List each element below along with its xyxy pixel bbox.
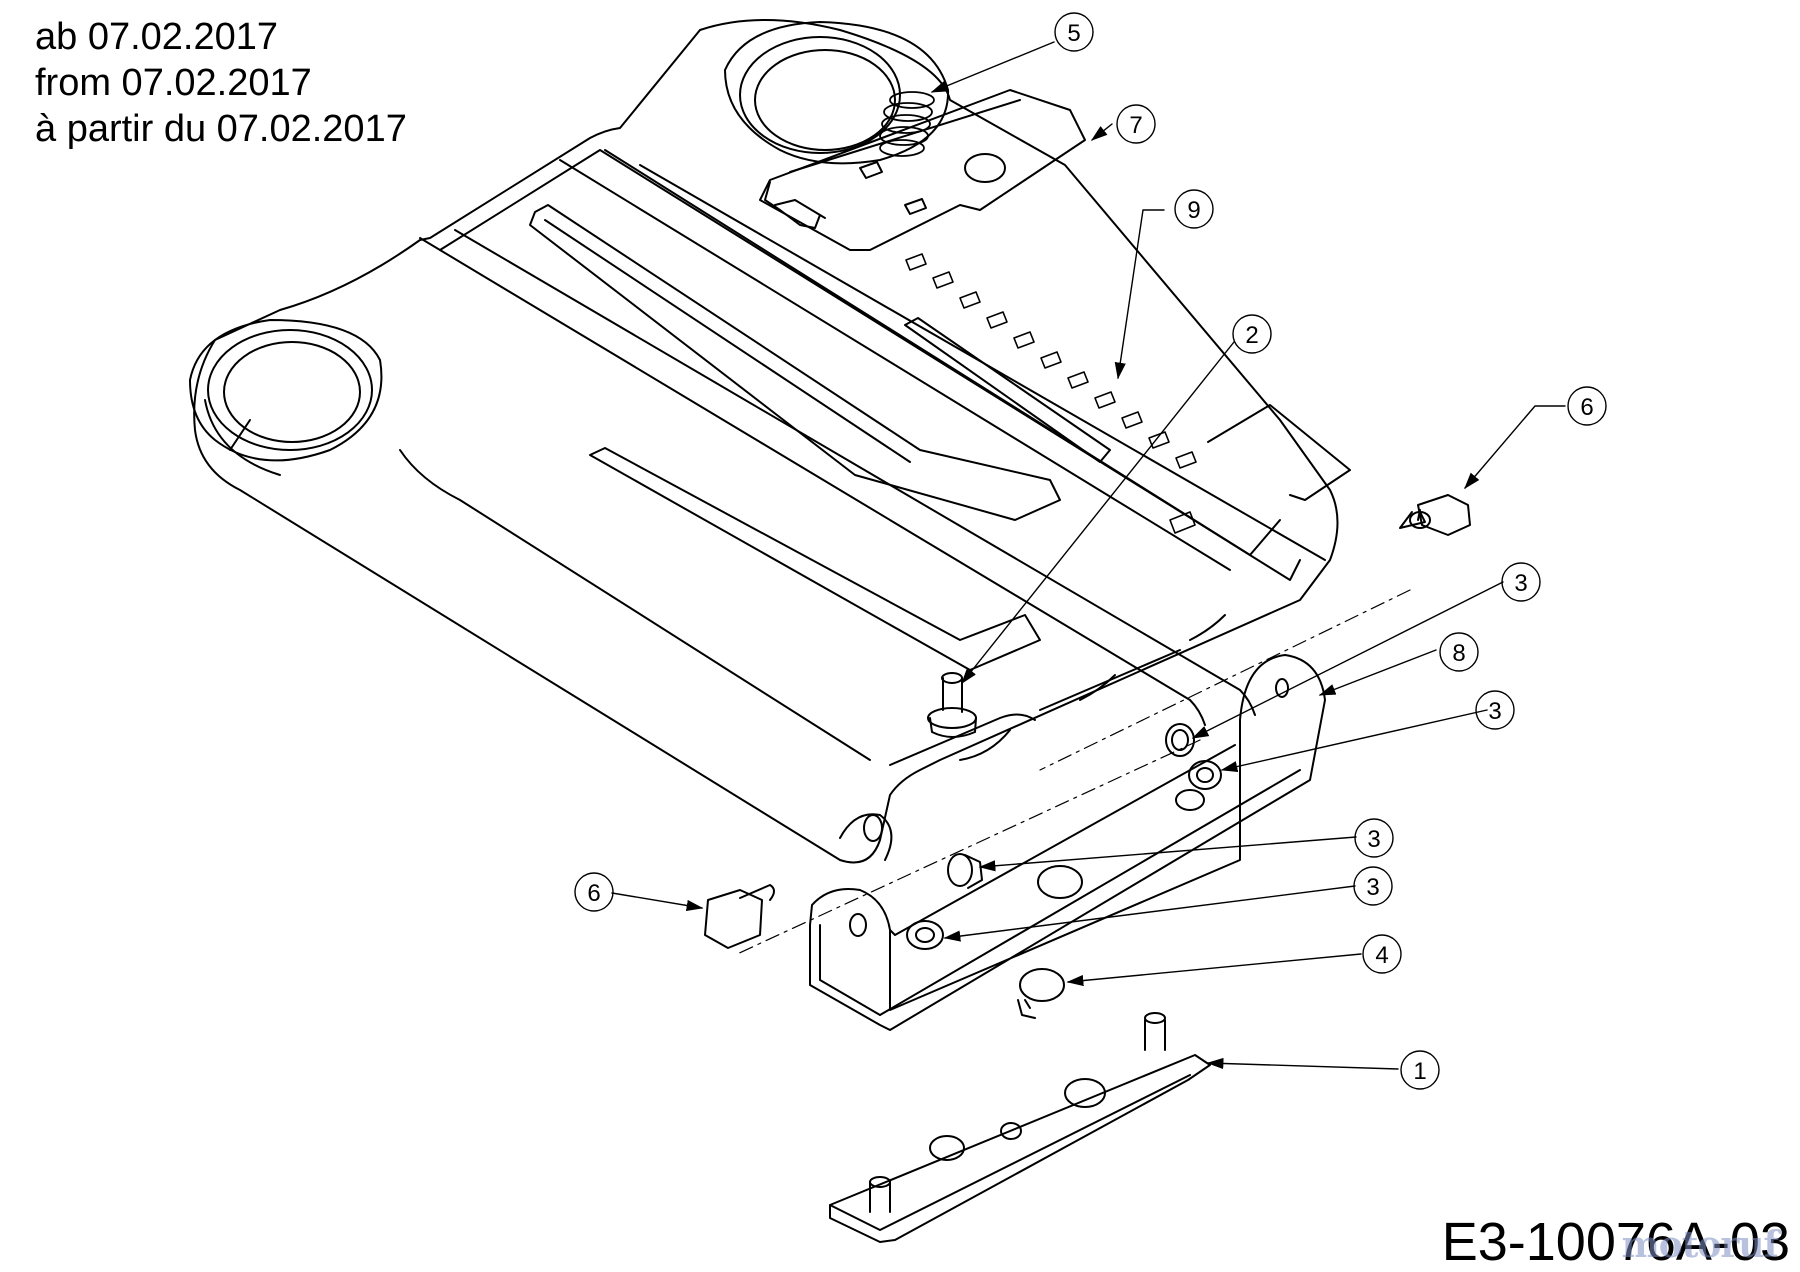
callout-2 bbox=[1232, 314, 1272, 354]
callout-label-7: 7 bbox=[1129, 112, 1142, 139]
callout-3-d bbox=[1353, 866, 1393, 906]
callout-label-4: 4 bbox=[1375, 942, 1388, 969]
callouts bbox=[574, 12, 1607, 1090]
drawing-number: E3-10076A-03 bbox=[1441, 1212, 1790, 1272]
callout-label-6-left: 6 bbox=[587, 880, 600, 907]
callout-9 bbox=[1174, 189, 1214, 229]
callout-label-9: 9 bbox=[1187, 197, 1200, 224]
bolt-right bbox=[1399, 494, 1471, 536]
spring bbox=[879, 91, 935, 157]
callout-5 bbox=[1054, 12, 1094, 52]
callout-label-3-c: 3 bbox=[1367, 826, 1380, 853]
seat-plate-outline bbox=[193, 19, 1339, 864]
validity-line-en: from 07.02.2017 bbox=[35, 62, 312, 104]
callout-label-8: 8 bbox=[1452, 640, 1465, 667]
validity-note: ab 07.02.2017 from 07.02.2017 à partir d… bbox=[35, 14, 407, 152]
callout-3-b bbox=[1475, 690, 1515, 730]
callout-label-6-right: 6 bbox=[1580, 394, 1593, 421]
callout-7 bbox=[1116, 104, 1156, 144]
callout-labels: 5 7 9 2 6 3 8 3 3 3 6 4 1 bbox=[587, 20, 1593, 1085]
callout-label-5: 5 bbox=[1067, 20, 1080, 47]
validity-line-de: ab 07.02.2017 bbox=[35, 16, 279, 58]
plug-cap bbox=[1017, 968, 1065, 1019]
rear-tab bbox=[1207, 404, 1351, 501]
nut-upper-2 bbox=[1188, 760, 1222, 790]
bolt-left bbox=[704, 884, 775, 949]
callout-3-c bbox=[1354, 818, 1394, 858]
seat-pin bbox=[927, 672, 977, 738]
base-plate bbox=[829, 1012, 1211, 1243]
callout-6-left bbox=[574, 872, 614, 912]
leader-lines bbox=[611, 41, 1566, 1070]
seat-plate bbox=[189, 19, 1339, 864]
callout-label-3-d: 3 bbox=[1366, 874, 1379, 901]
callout-1 bbox=[1400, 1050, 1440, 1090]
callout-4 bbox=[1362, 934, 1402, 974]
nut-upper-1 bbox=[1165, 723, 1195, 757]
callout-8 bbox=[1439, 632, 1479, 672]
bushing bbox=[947, 853, 983, 889]
cup-holder-left bbox=[189, 319, 383, 462]
pivot-bracket bbox=[809, 654, 1326, 1031]
callout-3-a bbox=[1501, 562, 1541, 602]
callout-label-3-b: 3 bbox=[1488, 698, 1501, 725]
axis-line-lower bbox=[734, 739, 1201, 956]
axis-line-upper bbox=[1039, 589, 1411, 771]
nut-lower bbox=[906, 920, 944, 950]
latch-bracket bbox=[759, 89, 1086, 251]
callout-label-2: 2 bbox=[1245, 322, 1258, 349]
callout-6-right bbox=[1567, 386, 1607, 426]
adjustment-holes bbox=[905, 253, 1197, 534]
validity-line-fr: à partir du 07.02.2017 bbox=[35, 108, 407, 150]
callout-label-1: 1 bbox=[1413, 1058, 1426, 1085]
callout-label-3-a: 3 bbox=[1514, 570, 1527, 597]
